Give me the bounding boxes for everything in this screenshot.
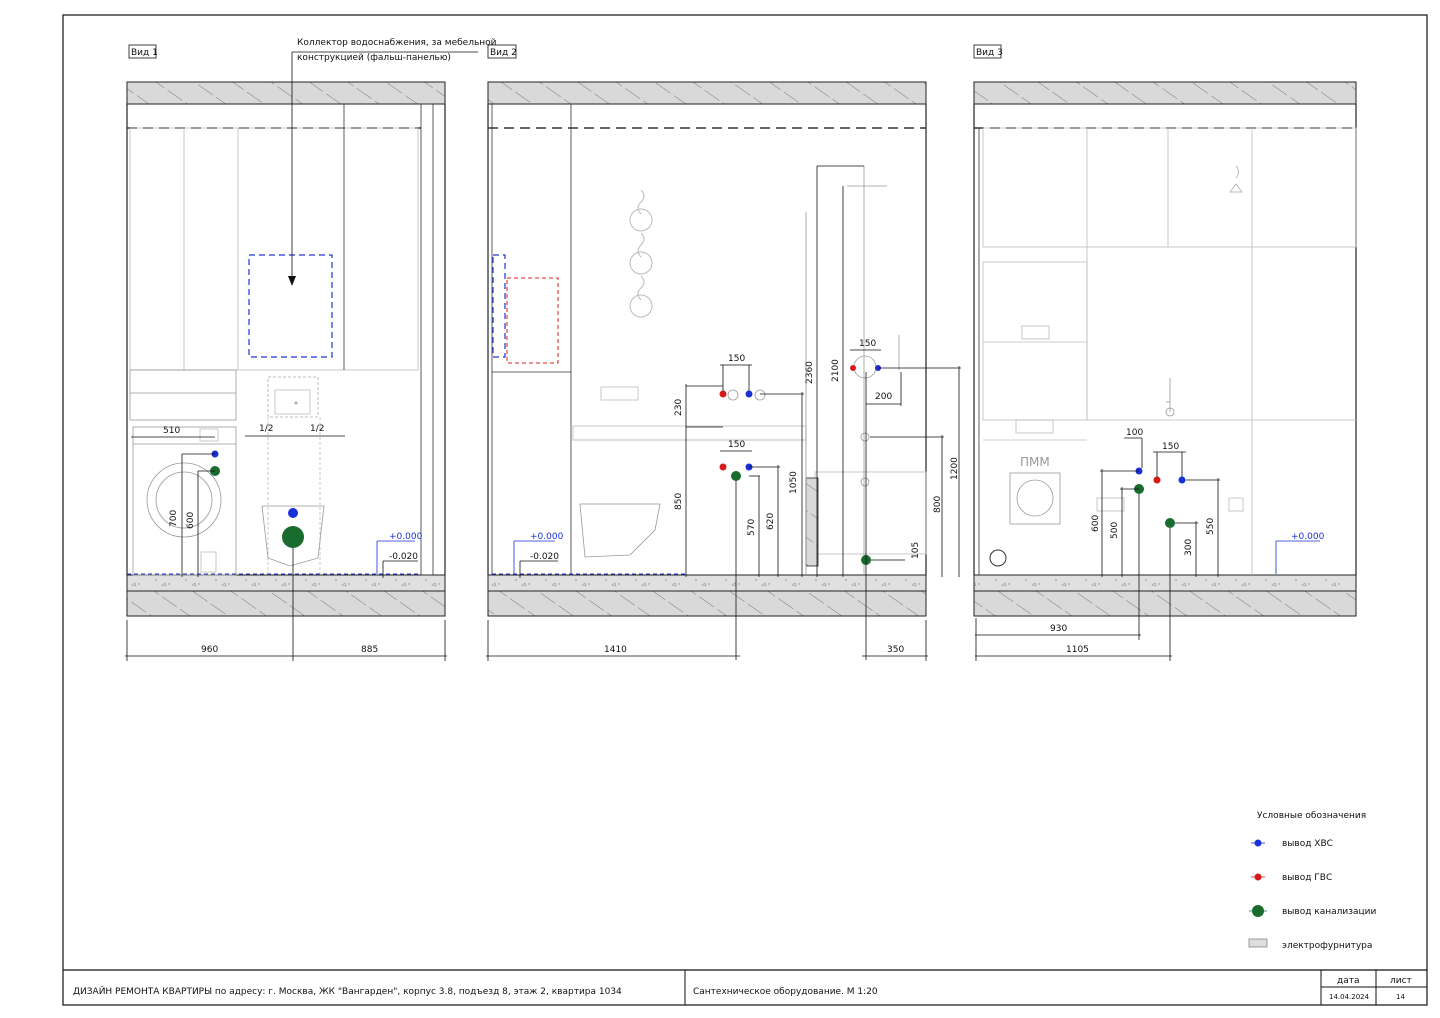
- sewer-outlet: [282, 526, 304, 548]
- dim-1410: 1410: [604, 645, 627, 655]
- legend-title: Условные обозначения: [1257, 811, 1366, 821]
- dim-570: 570: [747, 519, 757, 536]
- hot-water-outlet: [1153, 476, 1161, 484]
- dim-half-a: 1/2: [259, 424, 273, 434]
- legend: Условные обозначения вывод ХВС вывод ГВС…: [1248, 811, 1377, 951]
- callout-line-1: Коллектор водоснабжения, за мебельной: [297, 38, 497, 48]
- ceiling-slab: [973, 81, 1357, 105]
- view-3-label: Вид 3: [976, 48, 1003, 58]
- dim-800: 800: [933, 496, 943, 513]
- dim-600: 600: [186, 512, 196, 529]
- view-2-label: Вид 2: [490, 48, 517, 58]
- sewer-outlet: [1165, 518, 1175, 528]
- dishwasher: [1009, 472, 1061, 525]
- hot-water-outlet: [719, 463, 727, 471]
- dim-885: 885: [361, 645, 378, 655]
- electrical-socket: [1096, 497, 1125, 512]
- dim-150b: 150: [728, 440, 745, 450]
- ceiling-slab: [487, 81, 927, 105]
- dim-850: 850: [674, 493, 684, 510]
- dim-700: 700: [169, 510, 179, 527]
- level-minus: -0.020: [530, 552, 559, 562]
- view-3: Вид 3 ПММ: [973, 44, 1357, 661]
- sheet-frame: [62, 14, 1428, 1006]
- wall-hung-toilet: [261, 505, 325, 567]
- sheet-number: 14: [1396, 993, 1405, 1001]
- floor-slab: [487, 590, 927, 617]
- title-block: ДИЗАЙН РЕМОНТА КВАРТИРЫ по адресу: г. Мо…: [63, 969, 1427, 1005]
- floor-slab: [973, 590, 1357, 617]
- sheet-label: лист: [1390, 976, 1412, 986]
- dim-half-b: 1/2: [310, 424, 324, 434]
- dim-150a: 150: [728, 354, 745, 364]
- dim-2100: 2100: [831, 359, 841, 382]
- electrical-socket: [1228, 497, 1244, 512]
- washing-machine: [132, 426, 237, 576]
- legend-item-cold: вывод ХВС: [1251, 839, 1333, 849]
- legend-label: электрофурнитура: [1282, 941, 1372, 951]
- bathtub: [814, 471, 927, 555]
- date-value: 14.04.2024: [1329, 993, 1370, 1001]
- dim-230: 230: [674, 399, 684, 416]
- legend-label: вывод канализации: [1282, 907, 1377, 917]
- dim-300: 300: [1184, 539, 1194, 556]
- date-label: дата: [1337, 976, 1360, 986]
- callout-line-2: конструкцией (фальш-панелью): [297, 53, 451, 63]
- legend-item-hot: вывод ГВС: [1251, 873, 1332, 883]
- cold-water-outlet: [288, 508, 298, 518]
- dim-2360: 2360: [805, 361, 815, 384]
- legend-item-sewer: вывод канализации: [1249, 905, 1377, 917]
- hot-water-outlet: [719, 390, 727, 398]
- dim-600: 600: [1091, 515, 1101, 532]
- view-2: Вид 2: [486, 44, 961, 661]
- sewer-outlet: [731, 471, 741, 481]
- dim-930: 930: [1050, 624, 1067, 634]
- sheet-title: Сантехническое оборудование. М 1:20: [693, 987, 878, 997]
- legend-label: вывод ХВС: [1282, 839, 1333, 849]
- level-minus: -0.020: [389, 552, 418, 562]
- cold-water-outlet: [1178, 476, 1186, 484]
- dim-200: 200: [875, 392, 892, 402]
- level-plus: +0.000: [530, 532, 564, 542]
- dim-1050: 1050: [789, 471, 799, 494]
- dim-620: 620: [766, 513, 776, 530]
- view-1: Вид 1 Коллектор водоснабжения, за мебель…: [125, 38, 497, 661]
- ceiling-slab: [126, 81, 446, 105]
- dim-500: 500: [1110, 522, 1120, 539]
- level-plus: +0.000: [389, 532, 423, 542]
- dim-100: 100: [1126, 428, 1143, 438]
- legend-label: вывод ГВС: [1282, 873, 1332, 883]
- dim-510: 510: [163, 426, 180, 436]
- electrical-socket: [600, 386, 639, 401]
- dishwasher-label: ПММ: [1020, 455, 1050, 469]
- water-collector-box: [248, 254, 333, 358]
- level-plus: +0.000: [1291, 532, 1325, 542]
- electrical-socket-icon: [1248, 938, 1268, 948]
- dim-150: 150: [1162, 442, 1179, 452]
- wall-hung-toilet: [579, 503, 661, 558]
- dim-550: 550: [1206, 518, 1216, 535]
- dim-960: 960: [201, 645, 218, 655]
- view-1-label: Вид 1: [131, 48, 158, 58]
- dim-1105: 1105: [1066, 645, 1089, 655]
- dim-105: 105: [911, 542, 921, 559]
- cold-water-outlet: [745, 390, 753, 398]
- project-title: ДИЗАЙН РЕМОНТА КВАРТИРЫ по адресу: г. Мо…: [73, 985, 622, 997]
- electrical-socket: [1021, 325, 1050, 340]
- hot-water-outlet: [850, 365, 856, 371]
- dim-150c: 150: [859, 339, 876, 349]
- floor-slab: [126, 590, 446, 617]
- legend-item-electrical: электрофурнитура: [1248, 938, 1372, 951]
- heated-towel-rail: [506, 277, 559, 364]
- dim-1200: 1200: [950, 457, 960, 480]
- dim-350: 350: [887, 645, 904, 655]
